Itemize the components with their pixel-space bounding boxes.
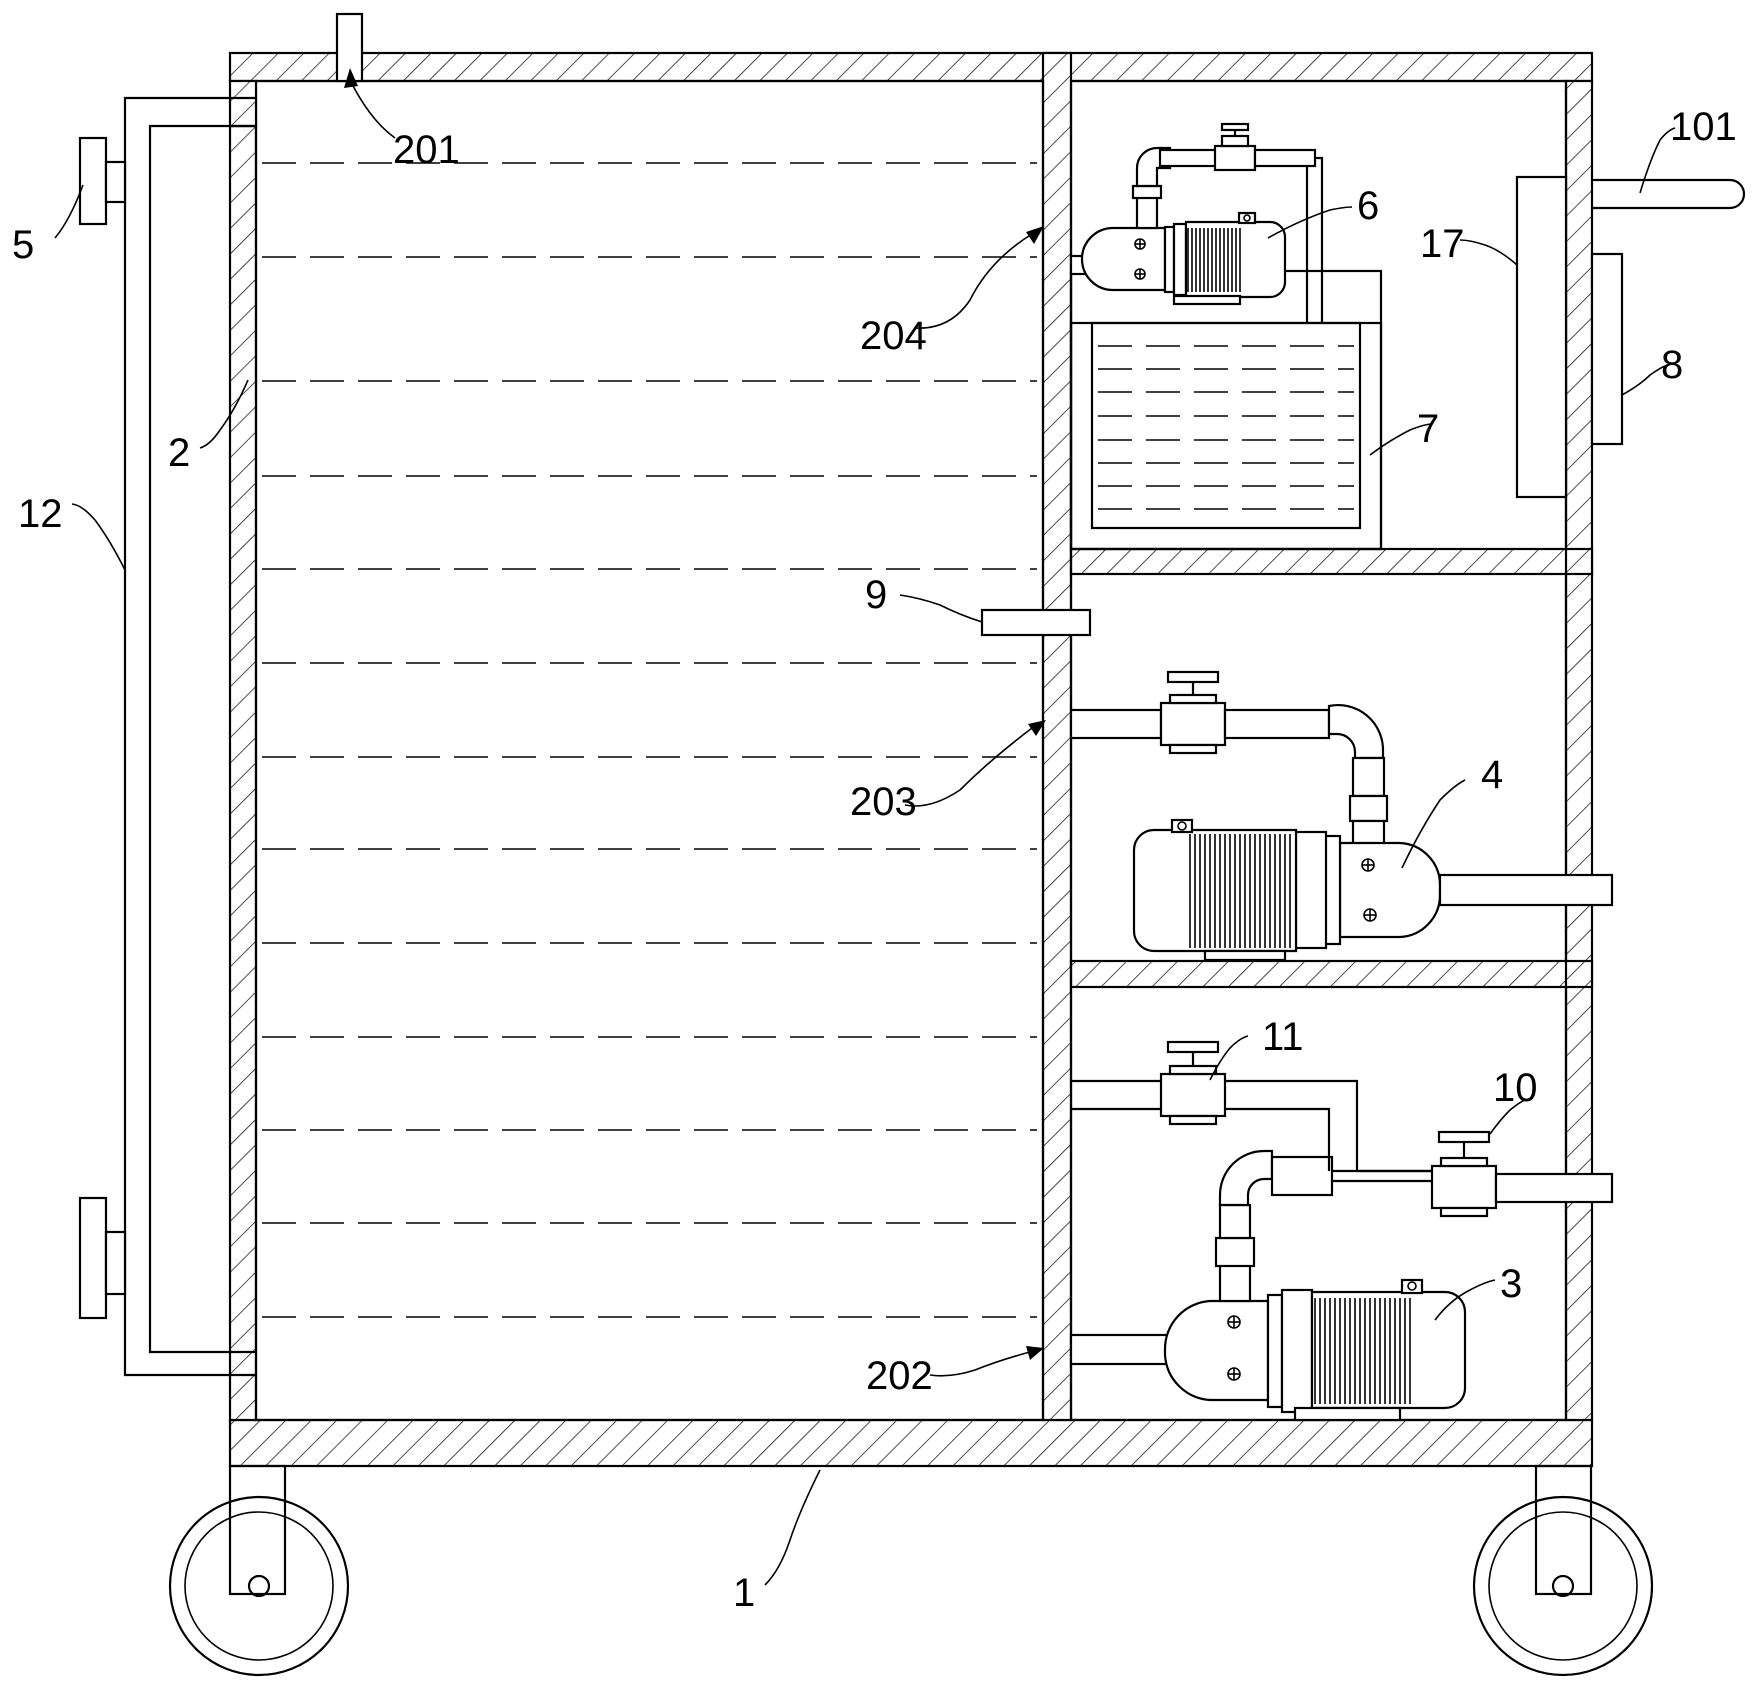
tank-level-lines: [262, 162, 1037, 1318]
label-204: 204: [860, 314, 927, 358]
label-9: 9: [865, 573, 887, 617]
label-201: 201: [393, 128, 460, 172]
wheel-left: [168, 1464, 350, 1677]
label-202: 202: [866, 1354, 933, 1398]
label-10: 10: [1493, 1066, 1538, 1110]
label-12: 12: [18, 492, 63, 536]
label-101: 101: [1670, 105, 1737, 149]
sight-tube: [78, 96, 256, 1377]
pump-6: [1069, 122, 1324, 323]
wheel-right: [1472, 1464, 1654, 1677]
label-7: 7: [1417, 407, 1439, 451]
sensor-9: [980, 608, 1092, 637]
label-1: 1: [733, 1571, 755, 1615]
leader-lines: [54, 68, 1676, 1586]
label-4: 4: [1481, 753, 1503, 797]
label-2: 2: [168, 431, 190, 475]
label-6: 6: [1357, 184, 1379, 228]
cart-frame: [228, 51, 1594, 1468]
callout-labels: 201 204 203 202 1 2 3 4 5 6 7 8 9 10 11 …: [12, 105, 1737, 1615]
label-8: 8: [1661, 343, 1683, 387]
label-3: 3: [1500, 1262, 1522, 1306]
pump-3: [1069, 1040, 1614, 1422]
filter-box: [1069, 269, 1383, 551]
pump-4: [1069, 670, 1614, 962]
label-203: 203: [850, 780, 917, 824]
label-17: 17: [1420, 222, 1465, 266]
label-5: 5: [12, 223, 34, 267]
cart-handle: [1592, 178, 1746, 210]
label-11: 11: [1262, 1015, 1304, 1059]
control-panel: [1515, 175, 1624, 499]
